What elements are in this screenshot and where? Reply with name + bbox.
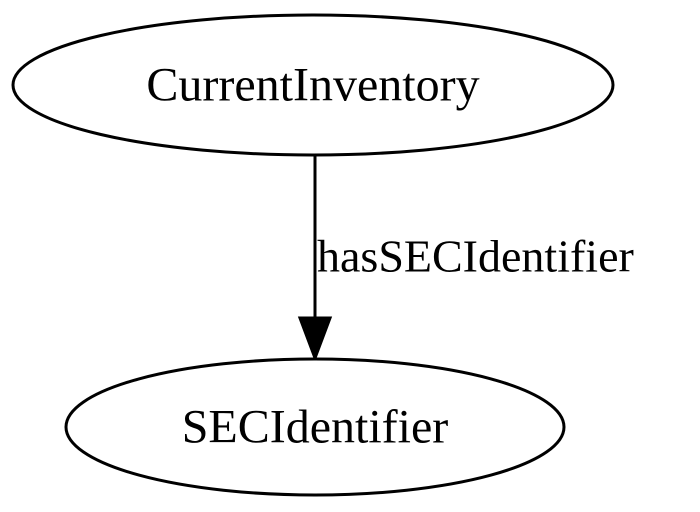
node-sec-identifier: SECIdentifier xyxy=(64,357,566,497)
node-sec-identifier-ellipse xyxy=(64,357,566,497)
edge-label: hasSECIdentifier xyxy=(317,231,634,282)
node-current-inventory: CurrentInventory xyxy=(11,13,615,157)
edge-has-sec-identifier: hasSECIdentifier xyxy=(297,155,634,363)
node-current-inventory-label: CurrentInventory xyxy=(146,59,479,112)
node-current-inventory-ellipse xyxy=(11,13,615,157)
node-sec-identifier-label: SECIdentifier xyxy=(182,401,449,454)
edge-arrowhead xyxy=(297,316,333,363)
